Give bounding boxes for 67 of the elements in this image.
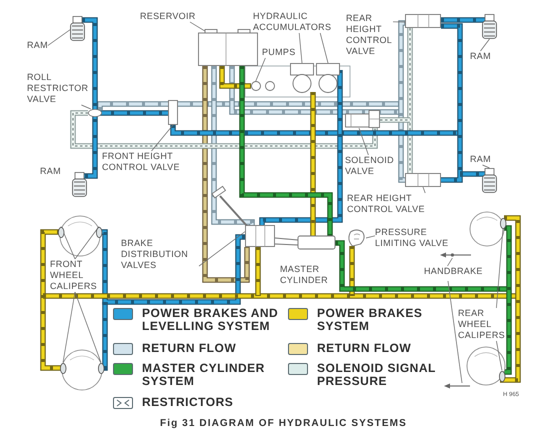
- leader-line: [48, 29, 70, 46]
- leader-line: [480, 38, 490, 52]
- leader-line: [81, 104, 92, 110]
- part-label: REAR HEIGHT CONTROL VALVE: [346, 13, 393, 57]
- leader-line: [60, 226, 76, 260]
- ram-drawing: [482, 14, 497, 39]
- part-label: FRONT HEIGHT CONTROL VALVE: [102, 151, 192, 173]
- leader-line: [366, 235, 376, 238]
- leader-line: [74, 292, 102, 363]
- legend-label: RESTRICTORS: [142, 396, 234, 409]
- part-label: BRAKE DISTRIBUTION VALVES: [121, 238, 199, 271]
- leader-line: [320, 32, 328, 64]
- part-label: RAM: [470, 154, 491, 165]
- legend-label: POWER BRAKES SYSTEM: [317, 307, 424, 333]
- part-label: PRESSURE LIMITING VALVE: [375, 227, 465, 249]
- leader-line: [255, 58, 266, 82]
- part-label: HANDBRAKE: [424, 266, 483, 277]
- figure-caption: Fig 31 DIAGRAM OF HYDRAULIC SYSTEMS: [160, 418, 407, 429]
- ram-drawing: [482, 168, 497, 193]
- caliper-drawing: [58, 226, 64, 238]
- legend-label: POWER BRAKES AND LEVELLING SYSTEM: [142, 307, 280, 333]
- leader-line: [496, 340, 502, 371]
- legend-label: RETURN FLOW: [142, 342, 238, 355]
- leader-line: [74, 226, 100, 260]
- part-label: FRONT WHEEL CALIPERS: [50, 259, 100, 292]
- part-label: MASTER CYLINDER: [280, 264, 334, 286]
- legend-label: SOLENOID SIGNAL PRESSURE: [317, 362, 437, 388]
- leader-line: [482, 164, 490, 168]
- accumulator-drawing: [316, 63, 340, 93]
- handbrake-lever-drawing: [440, 252, 471, 258]
- part-label: SOLENOID VALVE: [345, 155, 397, 177]
- leader-line: [298, 32, 302, 64]
- valve-drawing: [405, 173, 441, 187]
- pump-drawing: [251, 81, 275, 91]
- part-label: PUMPS: [262, 47, 296, 58]
- caliper-drawing: [500, 218, 506, 228]
- legend-label: MASTER CYLINDER SYSTEM: [142, 362, 266, 388]
- valve-drawing: [168, 100, 178, 125]
- caliper-drawing: [498, 370, 506, 382]
- reservoir-tank: [198, 29, 258, 66]
- leader-line: [447, 258, 453, 266]
- leader-line: [422, 186, 426, 194]
- caliper-drawing: [60, 362, 66, 374]
- legend-label: RETURN FLOW: [317, 342, 412, 355]
- leader-line: [62, 292, 76, 363]
- part-label: ROLL RESTRICTOR VALVE: [27, 72, 91, 105]
- part-label: RAM: [27, 40, 48, 51]
- leader-line: [392, 21, 406, 22]
- solenoid-valve-drawing: [345, 110, 380, 128]
- part-label: REAR WHEEL CALIPERS: [458, 308, 506, 341]
- leader-line: [358, 128, 369, 156]
- caliper-drawing: [98, 362, 104, 374]
- valve-drawing: [88, 109, 102, 117]
- part-label: REAR HEIGHT CONTROL VALVE: [347, 193, 439, 215]
- part-label: RAM: [470, 51, 491, 62]
- valve-drawing: [349, 229, 366, 247]
- part-label: RAM: [40, 166, 61, 177]
- ram-drawing: [70, 16, 85, 41]
- valve-drawing: [245, 225, 275, 247]
- part-label: HYDRAULIC ACCUMULATORS: [253, 11, 337, 33]
- leader-line: [151, 124, 174, 152]
- caliper-drawing: [96, 226, 102, 238]
- accumulator-drawing: [290, 63, 314, 93]
- leader-line: [198, 231, 246, 266]
- part-label: RESERVOIR: [140, 11, 196, 22]
- leader-line: [496, 228, 504, 308]
- valve-drawing: [405, 14, 441, 28]
